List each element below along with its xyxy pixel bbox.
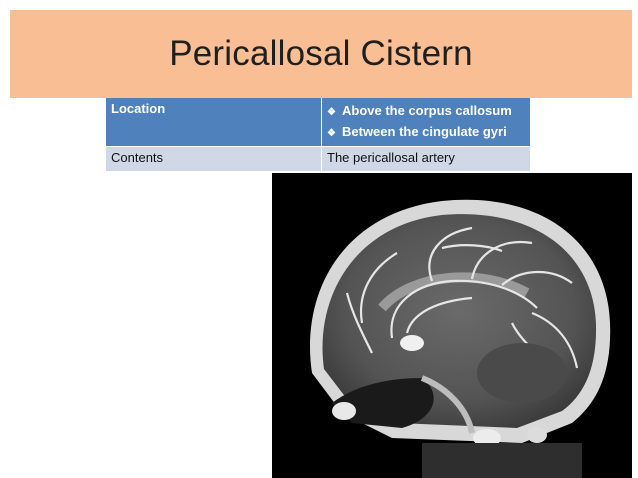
- list-item: ❖ Above the corpus callosum: [327, 101, 525, 122]
- diamond-bullet-icon: ❖: [327, 128, 336, 139]
- list-item: ❖ Between the cingulate gyri: [327, 122, 525, 143]
- row-value-location: ❖ Above the corpus callosum ❖ Between the …: [321, 98, 530, 147]
- bullet-text: Between the cingulate gyri: [342, 124, 507, 139]
- table-row-contents: Contents The pericallosal artery: [106, 146, 530, 171]
- row-value-contents: The pericallosal artery: [321, 146, 530, 171]
- slide-title: Pericallosal Cistern: [169, 34, 473, 73]
- bullet-text: Above the corpus callosum: [342, 103, 512, 118]
- row-label-contents: Contents: [106, 146, 322, 171]
- ct-angiogram-image: [272, 173, 632, 478]
- title-banner: Pericallosal Cistern: [10, 10, 632, 98]
- info-table: Location ❖ Above the corpus callosum ❖ Bet…: [106, 98, 530, 171]
- row-label-location: Location: [106, 98, 322, 147]
- diamond-bullet-icon: ❖: [327, 107, 336, 118]
- table-row-location: Location ❖ Above the corpus callosum ❖ Bet…: [106, 98, 530, 147]
- location-bullet-list: ❖ Above the corpus callosum ❖ Between the …: [327, 101, 525, 143]
- sagittal-ct-scan: [272, 173, 632, 478]
